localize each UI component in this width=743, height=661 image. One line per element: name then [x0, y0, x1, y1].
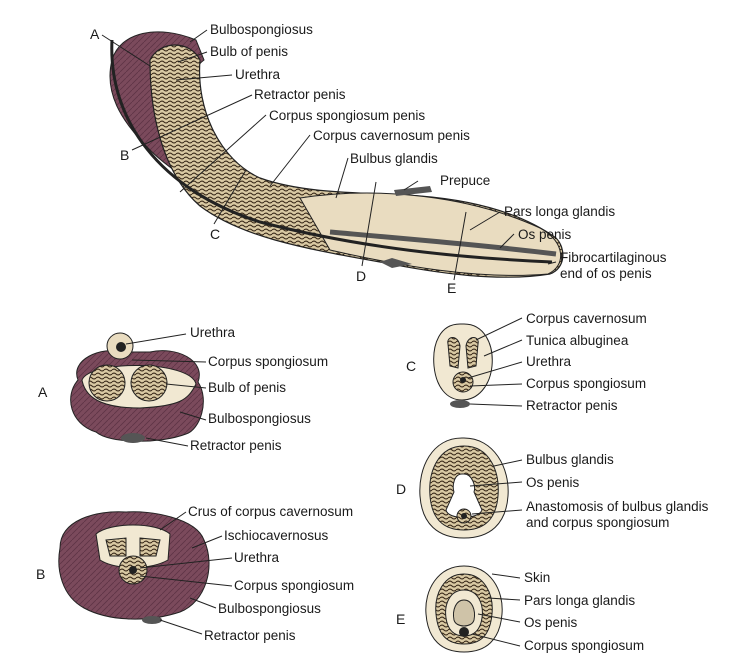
label-end-of-os-penis: end of os penis: [560, 266, 652, 281]
label-bulb-of-penis: Bulb of penis: [210, 44, 289, 59]
section-c-drawing: [433, 323, 493, 408]
label-corpus-spongiosum-penis: Corpus spongiosum penis: [269, 108, 426, 123]
c-label-urethra: Urethra: [526, 354, 572, 369]
long-section-leaders: [101, 29, 557, 281]
letter-b-section: B: [36, 566, 46, 582]
section-b-drawing: [58, 511, 210, 624]
e-label-pars-longa-glandis: Pars longa glandis: [524, 593, 636, 608]
e-label-corpus-spongiosum: Corpus spongiosum: [524, 638, 645, 653]
label-bulbospongiosus: Bulbospongiosus: [210, 22, 313, 37]
b-label-corpus-spongiosum: Corpus spongiosum: [234, 578, 355, 593]
label-os-penis: Os penis: [518, 227, 572, 242]
d-label-anastomosis-line2: and corpus spongiosum: [526, 515, 670, 530]
os-penis-line: [329, 229, 557, 257]
letter-c-long: C: [210, 226, 221, 242]
letter-a-long: A: [90, 26, 100, 42]
urethra-tube: [110, 39, 553, 264]
letter-e-section: E: [396, 611, 406, 627]
b-label-bulbospongiosus: Bulbospongiosus: [218, 601, 321, 616]
c-label-tunica-albuginea: Tunica albuginea: [526, 333, 629, 348]
section-a-drawing: [70, 332, 204, 443]
retractor-band: [380, 258, 412, 268]
letter-d-section: D: [396, 481, 407, 497]
label-prepuce: Prepuce: [440, 173, 491, 188]
longitudinal-section: [109, 31, 564, 278]
b-label-urethra: Urethra: [234, 550, 280, 565]
b-label-ischiocavernosus: Ischiocavernosus: [224, 528, 329, 543]
label-urethra: Urethra: [235, 67, 281, 82]
label-bulbus-glandis: Bulbus glandis: [350, 151, 438, 166]
section-b-leaders: [139, 511, 233, 635]
section-d-drawing: [419, 437, 509, 539]
c-label-retractor-penis: Retractor penis: [526, 398, 618, 413]
c-label-corpus-cavernosum: Corpus cavernosum: [526, 311, 647, 326]
d-label-os-penis: Os penis: [526, 475, 580, 490]
letter-b-long: B: [120, 147, 130, 163]
e-label-skin: Skin: [524, 570, 551, 585]
letter-a-section: A: [38, 384, 48, 400]
section-a-leaders: [125, 333, 207, 447]
a-label-bulbospongiosus: Bulbospongiosus: [208, 411, 311, 426]
c-label-corpus-spongiosum: Corpus spongiosum: [526, 376, 647, 391]
a-label-urethra: Urethra: [190, 325, 236, 340]
label-corpus-cavernosum-penis: Corpus cavernosum penis: [313, 128, 470, 143]
prepuce-flap: [394, 186, 432, 196]
a-label-corpus-spongiosum: Corpus spongiosum: [208, 354, 329, 369]
d-label-bulbus-glandis: Bulbus glandis: [526, 452, 614, 467]
b-label-retractor-penis: Retractor penis: [204, 628, 296, 643]
a-label-retractor-penis: Retractor penis: [190, 438, 282, 453]
label-retractor-penis: Retractor penis: [254, 87, 346, 102]
label-pars-longa-glandis: Pars longa glandis: [504, 204, 616, 219]
e-label-os-penis: Os penis: [524, 615, 578, 630]
section-c-leaders: [467, 317, 523, 407]
a-label-bulb-of-penis: Bulb of penis: [208, 380, 287, 395]
section-e-leaders: [471, 573, 521, 647]
letter-d-long: D: [356, 268, 367, 284]
section-d-leaders: [469, 459, 523, 515]
letter-e-long: E: [447, 280, 457, 296]
letter-c-section: C: [406, 358, 417, 374]
d-label-anastomosis-line1: Anastomosis of bulbus glandis: [526, 499, 709, 514]
b-label-crus: Crus of corpus cavernosum: [188, 504, 354, 519]
label-fibrocartilaginous: Fibrocartilaginous: [560, 250, 667, 265]
section-e-drawing: [425, 565, 503, 653]
